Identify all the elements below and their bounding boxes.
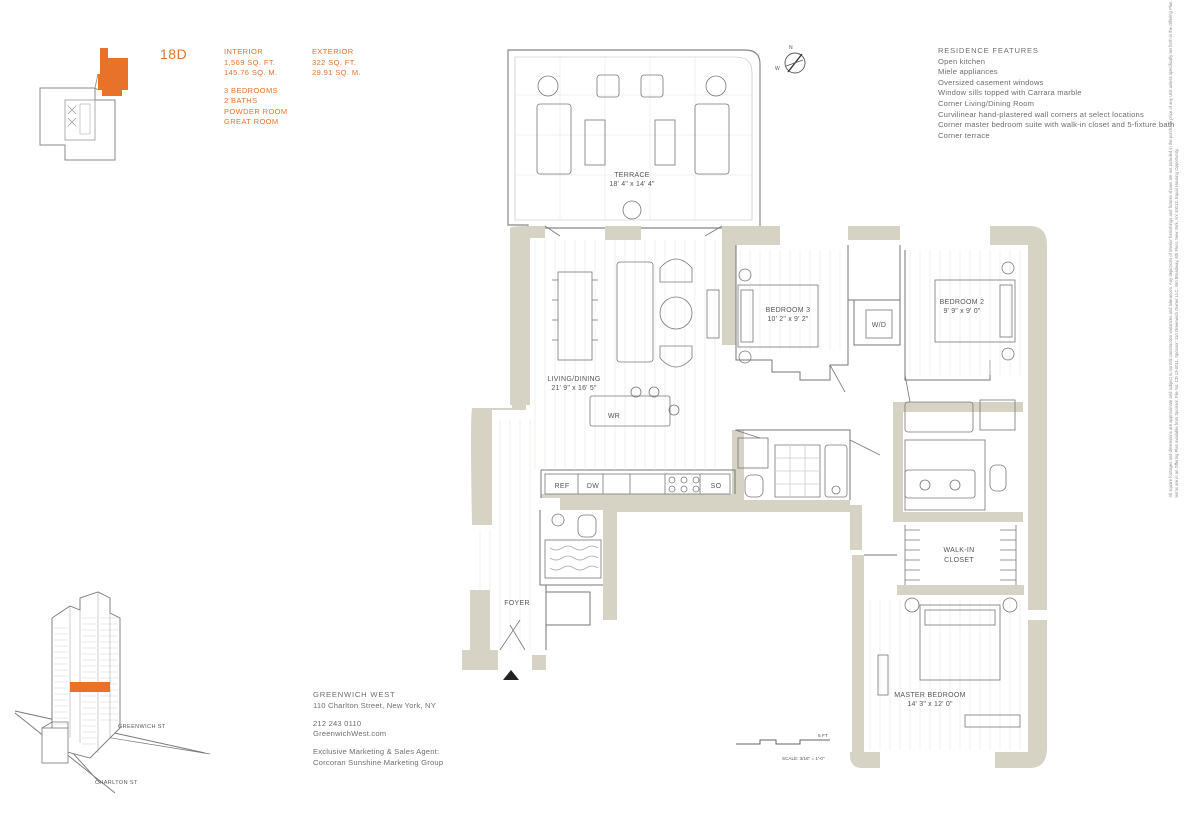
living-dims: 21' 9" x 16' 5" [551, 385, 597, 392]
bedroom3-label: BEDROOM 3 [766, 307, 811, 314]
building-name: GREENWICH WEST [313, 690, 396, 699]
interior-info: INTERIOR 1,569 SQ. FT. 145.76 SQ. M. 3 B… [224, 47, 288, 128]
bedroom2-dims: 9' 9" x 9' 0" [943, 308, 980, 315]
bedroom3-dims: 10' 2" x 9' 2" [767, 316, 809, 323]
so-label: SO [711, 483, 722, 490]
bath1-fixtures [737, 437, 848, 498]
interior-sqm: 145.76 SQ. M. [224, 68, 278, 77]
rooms-bedrooms: 3 BEDROOMS [224, 85, 279, 95]
exterior-info: EXTERIOR 322 SQ. FT. 29.91 SQ. M. [312, 47, 361, 79]
west-letter: W [775, 66, 780, 72]
terrace-label: TERRACE [614, 172, 650, 179]
building-address: 110 Charlton Street, New York, NY [313, 700, 436, 710]
building-axonometric: GREENWICH ST CHARLTON ST [14, 591, 211, 794]
powder-fixtures [544, 513, 602, 579]
unit-highlight [98, 48, 128, 96]
feature-item: Corner Living/Dining Room [938, 98, 1035, 108]
wd-label: W/D [872, 322, 887, 329]
master-label: MASTER BEDROOM [894, 692, 965, 699]
bath2-fixtures [904, 399, 1016, 511]
ref-label: REF [555, 483, 570, 490]
feature-item: Corner master bedroom suite with walk-in… [938, 120, 1175, 130]
terrace-dims: 18' 4" x 14' 4" [609, 181, 655, 188]
features-title: RESIDENCE FEATURES [938, 46, 1039, 55]
bedroom2-furniture [934, 261, 1016, 361]
master-furniture [877, 597, 1021, 728]
exterior-walls [462, 226, 1047, 768]
walkin-label-2: CLOSET [944, 557, 974, 564]
floor-boards [479, 240, 1021, 750]
feature-item: Oversized casement windows [938, 77, 1044, 87]
feature-item: Open kitchen [938, 56, 986, 66]
dw-label: DW [587, 483, 599, 490]
agent-line-1: Exclusive Marketing & Sales Agent: [313, 747, 440, 757]
contact-phone: 212 243 0110 [313, 718, 362, 728]
walkin-shelves [904, 525, 1017, 585]
scale-text: SCALE: 3/16" = 1'-0" [782, 756, 825, 761]
foyer-label: FOYER [504, 600, 530, 607]
wd-box [865, 309, 893, 339]
residence-features: RESIDENCE FEATURES Open kitchen Miele ap… [938, 46, 1174, 141]
contact-block: GREENWICH WEST 110 Charlton Street, New … [313, 690, 443, 769]
rooms-great: GREAT ROOM [224, 117, 279, 126]
interior-label: INTERIOR [224, 47, 264, 56]
scale-bar: 5 FT SCALE: 3/16" = 1'-0" [736, 733, 830, 761]
master-dims: 14' 3" x 12' 0" [907, 701, 953, 708]
north-arrow: N W [775, 45, 806, 74]
feature-item: Window sills topped with Carrara marble [938, 88, 1082, 98]
wr-label: WR [608, 413, 620, 420]
interior-sqft: 1,569 SQ. FT. [224, 57, 276, 67]
rooms-baths: 2 BATHS [224, 96, 258, 105]
unit-id: 18D [160, 46, 188, 62]
agent-line-2: Corcoran Sunshine Marketing Group [313, 757, 444, 767]
living-label: LIVING/DINING [547, 376, 600, 383]
bedroom3-furniture [737, 268, 819, 364]
entry-arrow [503, 670, 519, 680]
north-letter: N [789, 45, 793, 51]
key-plan [39, 48, 128, 161]
legal-disclaimer: All square footages and dimensions are a… [1168, 0, 1179, 498]
feature-item: Curvilinear hand-plastered wall corners … [938, 109, 1144, 119]
living-furniture [552, 258, 720, 427]
exterior-sqft: 322 SQ. FT. [312, 57, 357, 67]
terrace-furniture [536, 74, 730, 220]
exterior-label: EXTERIOR [312, 47, 354, 56]
street-charlton: CHARLTON ST [95, 780, 138, 786]
walkin-label: WALK-IN [943, 547, 974, 554]
exterior-sqm: 29.91 SQ. M. [312, 68, 361, 77]
kitchen-counter [544, 473, 731, 495]
rooms-powder: POWDER ROOM [224, 106, 288, 116]
unit-floor-highlight [70, 682, 110, 692]
feature-item: Corner terrace [938, 130, 990, 140]
door-swings [499, 225, 911, 651]
feature-item: Miele appliances [938, 67, 998, 77]
street-greenwich: GREENWICH ST [118, 724, 166, 730]
bedroom2-label: BEDROOM 2 [940, 299, 985, 306]
contact-web[interactable]: GreenwichWest.com [313, 729, 387, 739]
scale-unit: 5 FT [818, 733, 828, 739]
